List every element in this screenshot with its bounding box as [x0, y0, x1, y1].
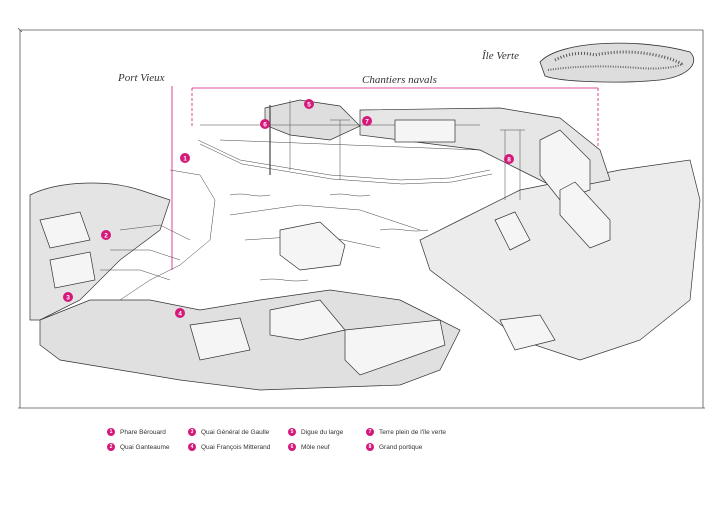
ile-verte-island	[539, 42, 695, 83]
map-marker-8: 8	[504, 154, 514, 164]
marker-number: 5	[307, 101, 311, 108]
buildings	[39, 119, 611, 376]
marker-number-icon: 5	[288, 428, 296, 436]
marker-number-icon: 3	[188, 428, 196, 436]
legend-item: 6 Môle neuf	[288, 443, 330, 451]
legend-item: 4 Quai François Mitterand	[188, 443, 270, 451]
marker-number: 2	[104, 232, 108, 239]
marker-number: 3	[66, 294, 70, 301]
map-marker-2: 2	[101, 230, 111, 240]
marker-number-icon: 4	[188, 443, 196, 451]
legend-label: Quai François Mitterand	[201, 443, 271, 451]
port-vieux-label: Port Vieux	[118, 72, 165, 84]
marker-dot-icon	[362, 116, 372, 126]
ile-verte-label: Île Verte	[482, 50, 519, 62]
marker-dot-icon	[504, 154, 514, 164]
map-marker-7: 7	[362, 116, 372, 126]
marker-dot-icon	[63, 292, 73, 302]
chantiers-navals-label: Chantiers navals	[362, 74, 437, 86]
marker-number-icon: 8	[366, 443, 374, 451]
map-marker-5: 5	[304, 99, 314, 109]
marker-number-icon: 6	[288, 443, 296, 451]
legend-item: 8 Grand portique	[366, 443, 422, 451]
legend-label: Quai Ganteaume	[120, 443, 170, 451]
legend-item: 5 Digue du large	[288, 428, 343, 436]
legend-label: Môle neuf	[301, 443, 330, 451]
legend-item: 2 Quai Ganteaume	[107, 443, 170, 451]
marker-number: 4	[178, 310, 182, 317]
marker-number-icon: 7	[366, 428, 374, 436]
map-marker-1: 1	[180, 153, 190, 163]
map-marker-6: 6	[260, 119, 270, 129]
sketch-detail	[100, 100, 525, 301]
legend-label: Terre plein de l'île verte	[379, 428, 446, 436]
marker-number: 7	[365, 118, 369, 125]
marker-dot-icon	[260, 119, 270, 129]
legend-item: 3 Quai Général de Gaulle	[188, 428, 269, 436]
marker-layer: 1 2 3 4 5 6 7 8	[63, 99, 514, 318]
legend-label: Digue du large	[301, 428, 344, 436]
frame-lines	[17, 27, 705, 409]
map-marker-4: 4	[175, 308, 185, 318]
marker-number-icon: 2	[107, 443, 115, 451]
marker-dot-icon	[304, 99, 314, 109]
legend-item: 7 Terre plein de l'île verte	[366, 428, 446, 436]
marker-dot-icon	[101, 230, 111, 240]
marker-dot-icon	[175, 308, 185, 318]
legend-label: Grand portique	[379, 443, 423, 451]
legend-label: Phare Bérouard	[120, 428, 166, 436]
legend-label: Quai Général de Gaulle	[201, 428, 270, 436]
marker-number: 1	[183, 155, 187, 162]
marker-dot-icon	[180, 153, 190, 163]
map-marker-3: 3	[63, 292, 73, 302]
marker-number: 8	[507, 156, 511, 163]
legend-item: 1 Phare Bérouard	[107, 428, 166, 436]
marker-number: 6	[263, 121, 267, 128]
marker-number-icon: 1	[107, 428, 115, 436]
